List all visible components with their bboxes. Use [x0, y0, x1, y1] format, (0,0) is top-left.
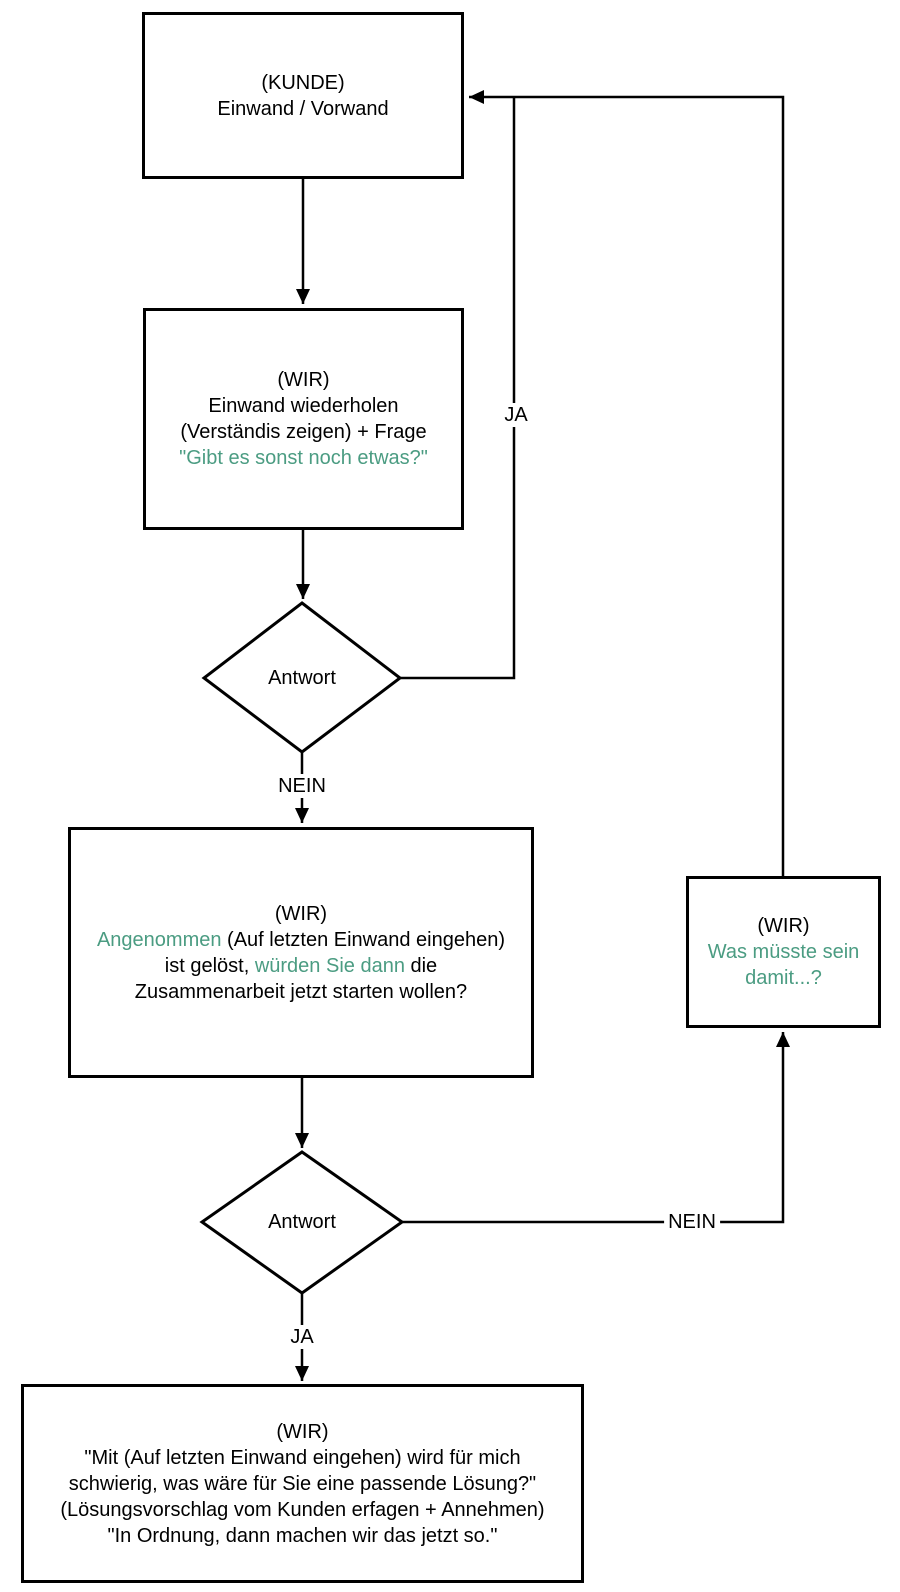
node-line-highlight: "Gibt es sonst noch etwas?" — [179, 447, 428, 469]
node-line-segment: ist gelöst, — [164, 954, 255, 977]
node-line: Einwand wiederholen — [208, 395, 399, 417]
node-line: Einwand / Vorwand — [217, 97, 389, 120]
node-wir-angenommen: (WIR) Angenommen (Auf letzten Einwand ei… — [68, 827, 534, 1078]
edge-label-nein-mid: NEIN — [274, 774, 330, 798]
edge-label-ja-top: JA — [500, 403, 532, 427]
node-line: "Mit (Auf letzten Einwand eingehen) wird… — [84, 1446, 521, 1469]
decision-antwort-1-diamond — [201, 601, 403, 754]
connector-antwort1-ja-up — [400, 98, 516, 680]
connector-wasmuesste-to-kunde — [469, 90, 785, 877]
node-line: (WIR) — [277, 369, 330, 391]
decision-antwort-2-label: Antwort — [268, 1211, 336, 1233]
edge-label-nein-right: NEIN — [664, 1210, 720, 1234]
node-line-highlight: Angenommen — [96, 928, 222, 951]
edge-label-ja-bottom: JA — [286, 1325, 318, 1349]
node-angenommen-text: (WIR) Angenommen (Auf letzten Einwand ei… — [97, 901, 505, 1005]
node-line: (Verständis zeigen) + Frage — [180, 421, 427, 443]
node-kunde-text: (KUNDE) Einwand / Vorwand — [217, 70, 388, 122]
connector-antwort2-nein-to-wasmuesste — [402, 1032, 790, 1224]
node-line-highlight: würden Sie dann — [254, 954, 405, 977]
node-wiederholen-text: (WIR) Einwand wiederholen (Verständis ze… — [179, 367, 428, 471]
node-wir-was-muesste-sein: (WIR) Was müsste sein damit...? — [686, 876, 881, 1028]
node-line: Angenommen (Auf letzten Einwand eingehen… — [97, 927, 505, 953]
node-loesung-text: (WIR) "Mit (Auf letzten Einwand eingehen… — [60, 1419, 544, 1549]
node-line: (WIR) — [276, 1420, 329, 1443]
node-line: (WIR) — [274, 902, 328, 925]
node-kunde-einwand: (KUNDE) Einwand / Vorwand — [142, 12, 464, 179]
node-line-highlight: damit...? — [745, 967, 822, 989]
node-wir-loesung: (WIR) "Mit (Auf letzten Einwand eingehen… — [21, 1384, 584, 1583]
node-line: Zusammenarbeit jetzt starten wollen? — [134, 980, 468, 1003]
node-line: (KUNDE) — [261, 71, 345, 94]
decision-antwort-2-diamond — [199, 1150, 405, 1295]
node-was-muesste-text: (WIR) Was müsste sein damit...? — [708, 913, 860, 991]
node-wir-einwand-wiederholen: (WIR) Einwand wiederholen (Verständis ze… — [143, 308, 464, 530]
node-line: "In Ordnung, dann machen wir das jetzt s… — [107, 1524, 498, 1547]
node-line: schwierig, was wäre für Sie eine passend… — [68, 1472, 537, 1495]
node-line-segment: die — [404, 954, 438, 977]
node-line: ist gelöst, würden Sie dann die — [97, 953, 505, 979]
decision-antwort-1-label: Antwort — [268, 667, 336, 689]
node-line: (Lösungsvorschlag vom Kunden erfagen + A… — [60, 1498, 545, 1521]
node-line: (WIR) — [757, 915, 810, 937]
node-line-segment: (Auf letzten Einwand eingehen) — [221, 928, 506, 951]
node-line-highlight: Was müsste sein — [707, 941, 860, 963]
